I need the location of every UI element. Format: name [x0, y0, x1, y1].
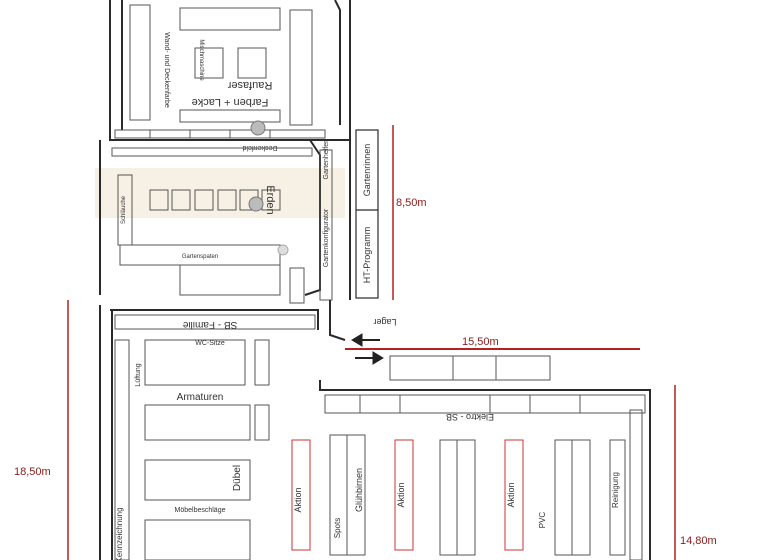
dim-label-3: 18,50m	[14, 466, 51, 478]
label-gluehbirnen: Glühbirnen	[354, 468, 364, 512]
label-ht-programm: HT-Programm	[362, 227, 372, 284]
label-elektro: Elektro - SB	[446, 412, 494, 422]
label-farben: Farben + Lacke	[192, 96, 269, 108]
label-aktion-2: Aktion	[396, 482, 406, 507]
label-raufaser: Raufaser	[227, 79, 272, 91]
label-lueftung: Lüftung	[135, 363, 142, 386]
pillar-icon	[248, 196, 264, 212]
dim-label-4: 14,80m	[680, 535, 717, 547]
label-duebel: Dübel	[232, 465, 243, 491]
dim-label-2: 15,50m	[462, 336, 499, 348]
label-moebel: Möbelbeschläge	[175, 507, 226, 514]
dim-label-1: 8,50m	[396, 197, 427, 209]
label-armaturen: Armaturen	[177, 392, 224, 403]
label-schlaeuche: Schläuche	[121, 195, 127, 224]
label-spots: Spots	[333, 518, 342, 538]
pillar-icon	[277, 244, 289, 256]
label-erden: Erden	[264, 185, 276, 214]
top-room-shelves	[114, 4, 326, 139]
top-room	[109, 0, 351, 141]
label-kennzeichnung: Kennzeichnung	[115, 507, 124, 560]
bottom-room-shelves	[114, 314, 646, 560]
label-lager: Lager	[373, 317, 396, 327]
bottom-room	[99, 300, 651, 560]
pillar-icon	[250, 120, 266, 136]
label-gartenspaten: Gartenspaten	[182, 254, 218, 260]
side-stands	[355, 129, 379, 299]
label-gartenhelfer: Gartenhelfer	[323, 140, 330, 180]
label-wand: Wand- und Deckenfarbe	[163, 32, 170, 108]
garden-shelves	[111, 147, 333, 304]
label-mischmaschine: Mischmaschine	[198, 39, 204, 81]
label-sb: SB - Familie	[182, 319, 237, 330]
label-wc: WC-Sitze	[195, 340, 225, 347]
label-reinigung: Reinigung	[611, 472, 620, 508]
label-aktion-3: Aktion	[506, 482, 516, 507]
label-gartenrinnen: Gartenrinnen	[362, 144, 372, 197]
label-pvc: PVC	[538, 512, 547, 529]
entrance-arrows	[351, 333, 384, 365]
label-aktion-1: Aktion	[293, 487, 303, 512]
label-gartenkonfigurator: Gartenkonfigurator	[323, 208, 330, 267]
